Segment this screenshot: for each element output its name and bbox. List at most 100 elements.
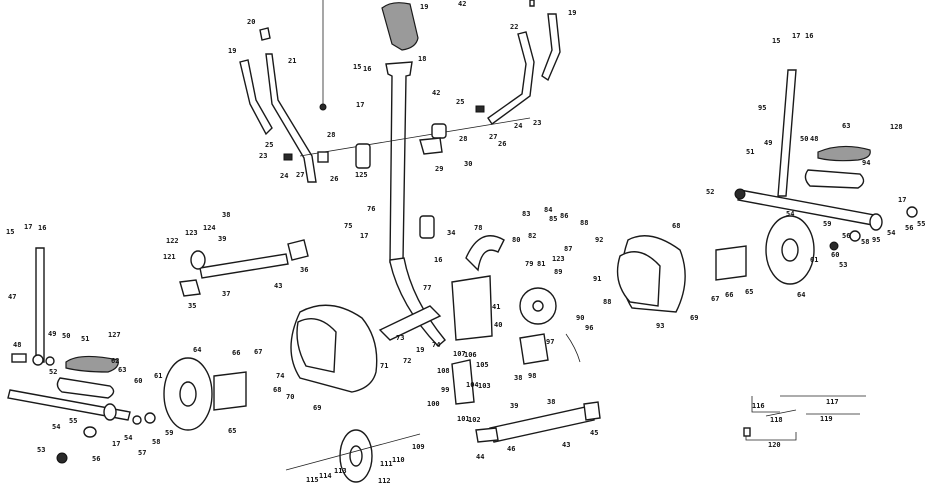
bushing-42 (431, 123, 447, 139)
part-label-59: 59 (823, 220, 831, 228)
part-label-65: 65 (745, 288, 753, 296)
part-label-58: 58 (861, 238, 869, 246)
bushing-34 (419, 215, 435, 239)
pin-48 (11, 353, 27, 363)
part-label-63: 63 (842, 122, 850, 130)
end-cap-36 (287, 239, 309, 261)
part-label-55: 55 (917, 220, 925, 228)
part-label-65: 65 (228, 427, 236, 435)
part-label-38: 38 (514, 374, 522, 382)
part-label-34: 34 (447, 229, 455, 237)
part-label-42: 42 (432, 89, 440, 97)
part-label-16: 16 (434, 256, 442, 264)
part-label-40: 40 (494, 321, 502, 329)
left-pedal-rail (7, 389, 131, 421)
part-label-67: 67 (254, 348, 262, 356)
upright-post (385, 61, 413, 263)
right-disc-hub (781, 238, 799, 262)
part-label-108: 108 (437, 367, 450, 375)
part-label-46: 46 (507, 445, 515, 453)
part-label-23: 23 (259, 152, 267, 160)
wheel-112-hub (349, 445, 363, 467)
right-pedal-plate-94 (804, 169, 865, 189)
part-label-88: 88 (580, 219, 588, 227)
nut-53 (56, 452, 68, 464)
part-label-62: 62 (111, 357, 119, 365)
part-label-88: 88 (603, 298, 611, 306)
belt-78 (465, 235, 505, 272)
part-label-28: 28 (327, 131, 335, 139)
part-label-19: 19 (228, 47, 236, 55)
part-label-78: 78 (474, 224, 482, 232)
cable-120 (745, 432, 797, 441)
part-label-42: 42 (458, 0, 466, 8)
part-label-18: 18 (418, 55, 426, 63)
part-label-127: 127 (108, 331, 121, 339)
part-label-59: 59 (165, 429, 173, 437)
part-label-115: 115 (306, 476, 319, 484)
part-label-29: 29 (435, 165, 443, 173)
part-label-49: 49 (764, 139, 772, 147)
handlebar-cap (259, 27, 271, 41)
bracket-99 (451, 359, 475, 405)
part-label-73: 73 (396, 334, 404, 342)
part-label-76: 76 (367, 205, 375, 213)
end-cap-44 (475, 427, 499, 443)
part-label-21: 21 (288, 57, 296, 65)
part-label-23: 23 (533, 119, 541, 127)
end-cap-35 (179, 279, 201, 297)
part-label-39: 39 (510, 402, 518, 410)
pulley-89-hub (532, 300, 544, 312)
part-label-124: 124 (203, 224, 216, 232)
washer-57 (132, 415, 142, 425)
left-handlebar-arm (265, 53, 317, 183)
part-label-19: 19 (420, 3, 428, 11)
part-label-51: 51 (746, 148, 754, 156)
part-label-120: 120 (768, 441, 781, 449)
cap-55-right (906, 206, 918, 218)
console-cover (381, 2, 419, 51)
knob-25 (283, 153, 293, 161)
bushing-49 (32, 354, 44, 366)
part-label-66: 66 (725, 291, 733, 299)
part-label-79: 79 (525, 260, 533, 268)
bushing-125 (355, 143, 371, 169)
part-label-50: 50 (62, 332, 70, 340)
bearing-58 (144, 412, 156, 424)
part-label-84: 84 (544, 206, 552, 214)
cap-122 (190, 250, 206, 270)
part-label-35: 35 (188, 302, 196, 310)
part-label-52: 52 (49, 368, 57, 376)
nut-52 (734, 188, 746, 200)
front-stabilizer-43 (489, 405, 595, 443)
part-label-86: 86 (560, 212, 568, 220)
part-label-52: 52 (706, 188, 714, 196)
part-label-24: 24 (514, 122, 522, 130)
washer-50 (45, 356, 55, 366)
left-shroud-inner-70 (296, 318, 337, 373)
part-label-54: 54 (887, 229, 895, 237)
bearing-58-right (849, 230, 861, 242)
part-label-39: 39 (218, 235, 226, 243)
part-label-75: 75 (344, 222, 352, 230)
part-label-56: 56 (92, 455, 100, 463)
part-label-68: 68 (672, 222, 680, 230)
part-label-69: 69 (313, 404, 321, 412)
part-label-99: 99 (441, 386, 449, 394)
part-label-43: 43 (274, 282, 282, 290)
end-cap-45 (583, 401, 601, 421)
bracket-29 (419, 137, 443, 155)
part-label-16: 16 (805, 32, 813, 40)
part-label-60: 60 (134, 377, 142, 385)
bracket-65 (213, 371, 247, 411)
part-label-15: 15 (6, 228, 14, 236)
part-label-95: 95 (758, 104, 766, 112)
part-label-128: 128 (890, 123, 903, 131)
part-label-71: 71 (380, 362, 388, 370)
part-label-74: 74 (432, 341, 440, 349)
main-bracket-41 (451, 275, 493, 341)
part-label-60: 60 (831, 251, 839, 259)
part-label-103: 103 (478, 382, 491, 390)
part-label-95: 95 (872, 236, 880, 244)
part-label-41: 41 (492, 303, 500, 311)
